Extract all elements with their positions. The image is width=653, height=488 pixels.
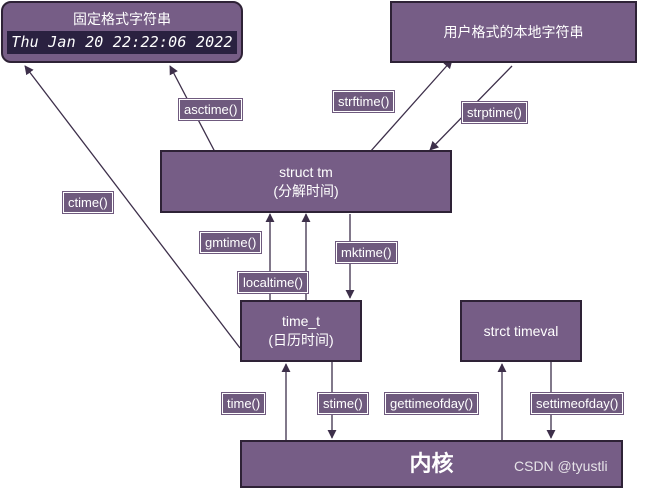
label-mktime: mktime() (335, 241, 398, 264)
time-t-line1: time_t (281, 313, 321, 330)
user-format-string-box: 用户格式的本地字符串 (390, 1, 637, 63)
label-stime: stime() (317, 392, 369, 415)
label-gmtime: gmtime() (198, 231, 263, 254)
fixed-format-title: 固定格式字符串 (73, 11, 171, 28)
time-t-box: time_t (日历时间) (240, 300, 362, 362)
label-asctime: asctime() (177, 98, 244, 121)
kernel-box: 内核 (240, 440, 623, 488)
user-format-title: 用户格式的本地字符串 (443, 23, 584, 40)
label-strptime: strptime() (461, 101, 528, 124)
struct-tm-box: struct tm (分解时间) (160, 150, 452, 213)
label-time: time() (220, 392, 267, 415)
label-localtime: localtime() (237, 271, 309, 294)
label-gettimeofday: gettimeofday() (383, 392, 480, 415)
struct-tm-line2: (分解时间) (273, 182, 339, 199)
label-strftime: strftime() (331, 90, 396, 113)
label-ctime: ctime() (62, 191, 114, 214)
arrow-strftime (369, 59, 453, 153)
struct-tm-line1: struct tm (279, 163, 333, 180)
watermark: CSDN @tyustli (514, 458, 608, 474)
fixed-format-example: Thu Jan 20 22:22:06 2022 (7, 31, 237, 54)
timeval-line1: strct timeval (483, 322, 559, 339)
time-t-line2: (日历时间) (268, 332, 334, 348)
arrow-ctime (24, 65, 241, 349)
timeval-box: strct timeval (460, 300, 582, 362)
label-settimeofday: settimeofday() (529, 392, 625, 415)
fixed-format-string-box: 固定格式字符串 Thu Jan 20 22:22:06 2022 (1, 1, 243, 63)
kernel-label: 内核 (409, 451, 454, 477)
